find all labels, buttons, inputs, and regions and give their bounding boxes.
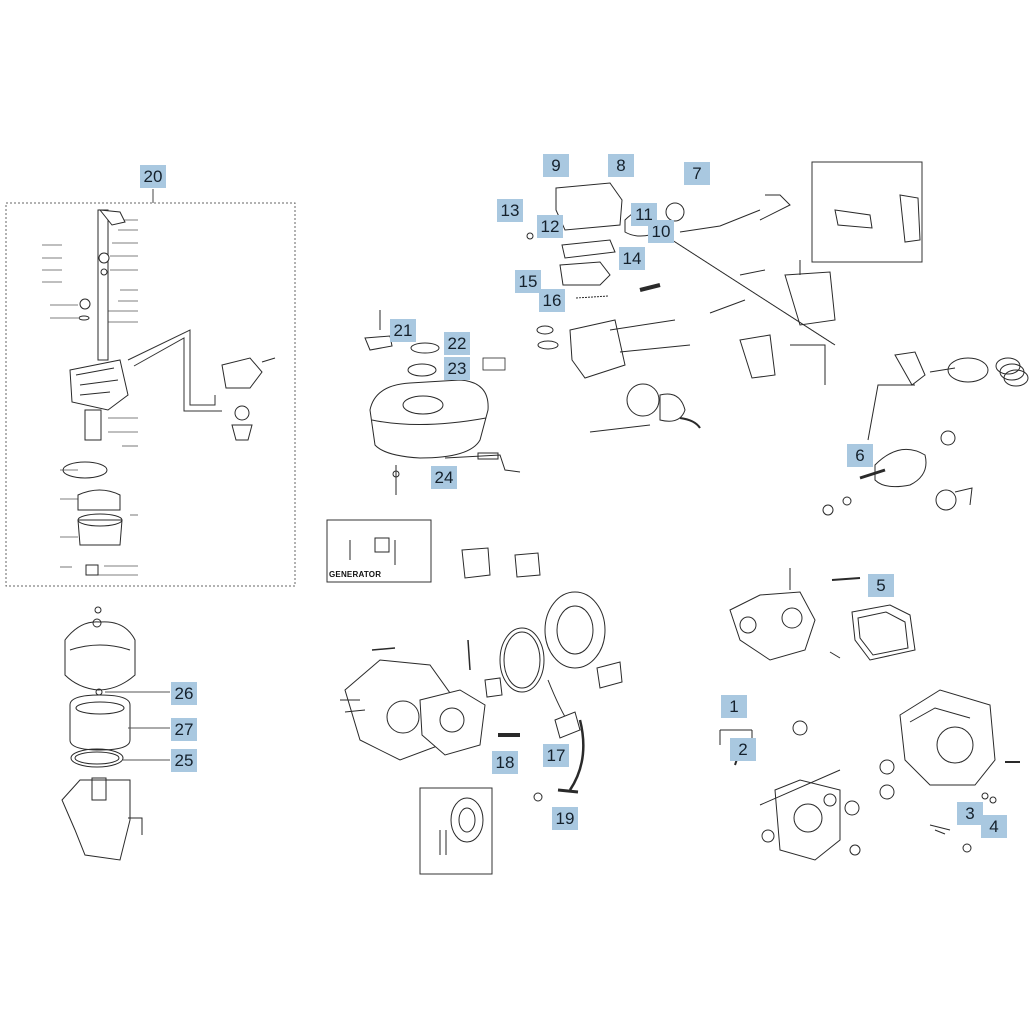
callout-9[interactable]: 9 xyxy=(543,154,569,177)
callout-12[interactable]: 12 xyxy=(537,215,563,238)
callout-15[interactable]: 15 xyxy=(515,270,541,293)
callout-1[interactable]: 1 xyxy=(721,695,747,718)
generator-detail-box xyxy=(326,519,541,583)
callout-20[interactable]: 20 xyxy=(140,165,166,188)
callout-14[interactable]: 14 xyxy=(619,247,645,270)
callout-8[interactable]: 8 xyxy=(608,154,634,177)
callout-18[interactable]: 18 xyxy=(492,751,518,774)
ignition-flywheel-group xyxy=(340,591,623,875)
callout-24[interactable]: 24 xyxy=(431,466,457,489)
crankshaft-piston-group xyxy=(822,351,1029,516)
valve-train-group xyxy=(526,161,923,433)
callout-7[interactable]: 7 xyxy=(684,162,710,185)
callout-19[interactable]: 19 xyxy=(552,807,578,830)
callout-6[interactable]: 6 xyxy=(847,444,873,467)
callout-16[interactable]: 16 xyxy=(539,289,565,312)
fuel-tank-group xyxy=(364,310,521,495)
crankcase-group xyxy=(719,689,1020,861)
callout-26[interactable]: 26 xyxy=(171,682,197,705)
generator-label: GENERATOR xyxy=(329,570,382,579)
callout-21[interactable]: 21 xyxy=(390,319,416,342)
callout-5[interactable]: 5 xyxy=(868,574,894,597)
callout-4[interactable]: 4 xyxy=(981,815,1007,838)
callout-2[interactable]: 2 xyxy=(730,738,756,761)
callout-11[interactable]: 11 xyxy=(631,203,657,226)
cylinder-head-group xyxy=(729,568,916,661)
callout-27[interactable]: 27 xyxy=(171,718,197,741)
air-cleaner-group xyxy=(61,606,170,861)
callout-22[interactable]: 22 xyxy=(444,332,470,355)
callout-17[interactable]: 17 xyxy=(543,744,569,767)
callout-25[interactable]: 25 xyxy=(171,749,197,772)
callout-23[interactable]: 23 xyxy=(444,357,470,380)
callout-13[interactable]: 13 xyxy=(497,199,523,222)
callout-3[interactable]: 3 xyxy=(957,802,983,825)
carburetor-assembly-group xyxy=(5,189,296,587)
